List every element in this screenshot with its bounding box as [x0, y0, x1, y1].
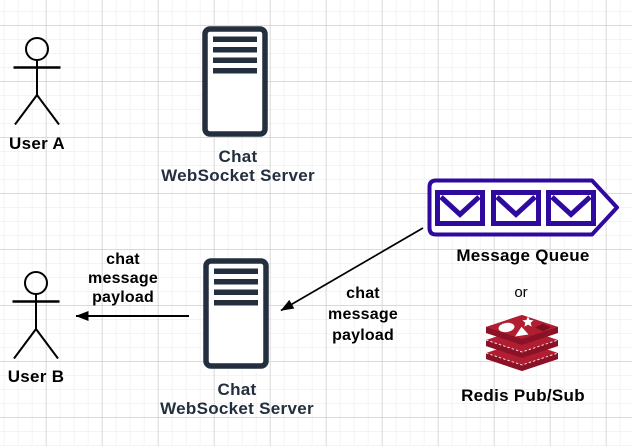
envelope-icon: [435, 190, 485, 226]
user-b-label: User B: [7, 367, 65, 386]
user-a-person-icon[interactable]: [12, 36, 62, 126]
envelope-icon: [546, 190, 596, 226]
chat-server-bottom-label-line2: WebSocket Server: [160, 399, 314, 418]
redis-cube-shape: [535, 323, 551, 332]
server-icon-bottom[interactable]: [203, 258, 269, 369]
chat-server-bottom-label: Chat WebSocket Server: [160, 380, 314, 418]
edge-label-line: chat: [346, 285, 380, 302]
or-label: or: [514, 284, 528, 301]
redis-triangle-shape: [515, 326, 529, 337]
chat-server-top-label-line2: WebSocket Server: [161, 166, 315, 185]
user-b-person-icon[interactable]: [11, 270, 61, 360]
edge-label-line: chat: [106, 251, 140, 268]
redis-ellipse-shape: [498, 322, 515, 333]
edge-label-queue-to-server: chat message payload: [328, 283, 398, 346]
redis-star-shape: [522, 316, 534, 327]
edge-label-line: message: [88, 270, 158, 287]
envelope-icon: [491, 190, 541, 226]
chat-server-top-label: Chat WebSocket Server: [161, 147, 315, 185]
edge-label-line: message: [328, 306, 398, 323]
edge-label-line: payload: [92, 289, 154, 306]
redis-icon[interactable]: [484, 313, 560, 377]
chat-server-bottom-label-line1: Chat: [217, 380, 257, 399]
chat-server-top-label-line1: Chat: [218, 147, 258, 166]
edge-label-line: payload: [332, 327, 394, 344]
envelope-icons: [435, 190, 596, 226]
message-queue-icon[interactable]: [426, 178, 620, 237]
user-a-label: User A: [9, 134, 65, 153]
message-queue-label: Message Queue: [456, 246, 590, 265]
edge-label-server-to-user-b: chat message payload: [88, 250, 158, 307]
redis-label: Redis Pub/Sub: [461, 386, 585, 405]
server-icon-top[interactable]: [202, 26, 268, 137]
arrow-queue-to-server[interactable]: [280, 227, 424, 312]
